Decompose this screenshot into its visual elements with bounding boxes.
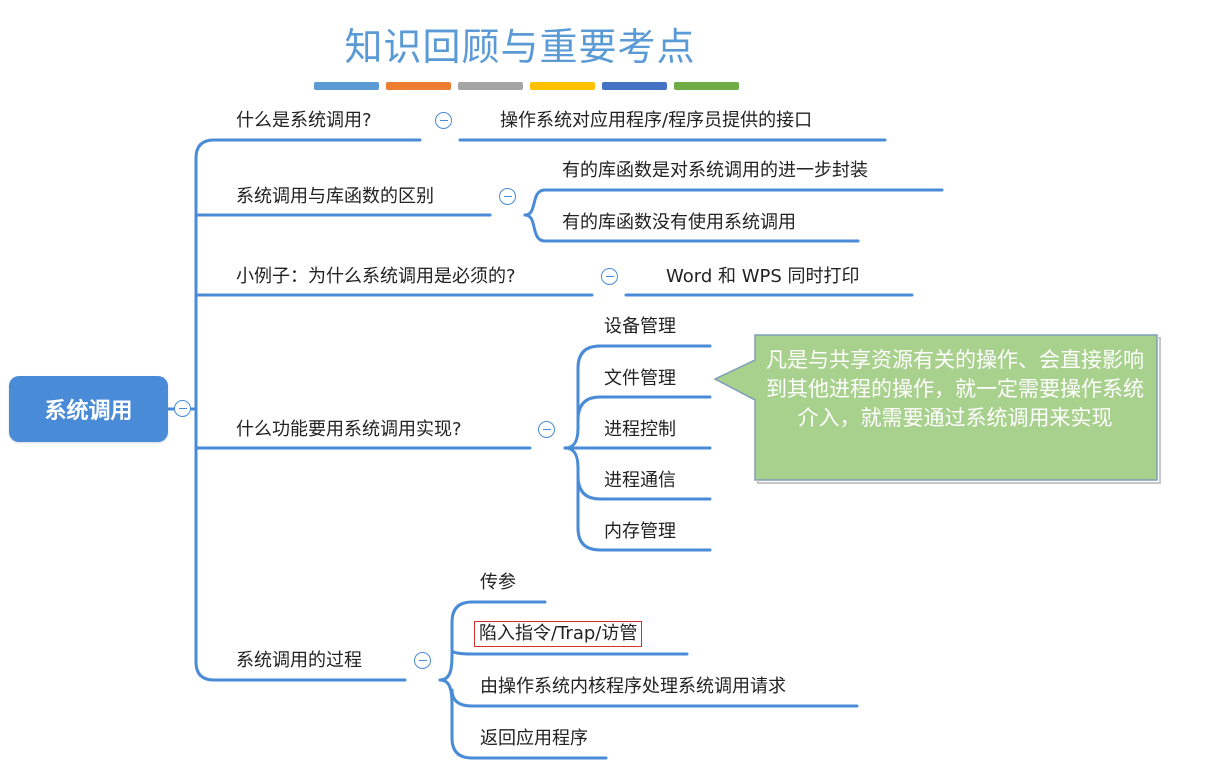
leaf-process-comm[interactable]: 进程通信 [604, 470, 676, 491]
collapse-icon[interactable] [435, 112, 452, 129]
branch-syscall-process[interactable]: 系统调用的过程 [236, 650, 362, 671]
leaf-word-wps[interactable]: Word 和 WPS 同时打印 [666, 266, 860, 287]
leaf-lib-wrap[interactable]: 有的库函数是对系统调用的进一步封装 [562, 160, 868, 181]
branch-example[interactable]: 小例子：为什么系统调用是必须的? [236, 266, 516, 287]
leaf-trap-instruction[interactable]: 陷入指令/Trap/访管 [474, 621, 643, 647]
callout-shape [713, 334, 1161, 484]
callout-text: 凡是与共享资源有关的操作、会直接影响到其他进程的操作，就一定需要操作系统介入，就… [766, 348, 1144, 430]
collapse-icon[interactable] [174, 400, 191, 417]
leaf-interface[interactable]: 操作系统对应用程序/程序员提供的接口 [500, 110, 813, 131]
collapse-icon[interactable] [414, 652, 431, 669]
collapse-icon[interactable] [538, 421, 555, 438]
leaf-kernel-handle[interactable]: 由操作系统内核程序处理系统调用请求 [480, 676, 786, 697]
branch-functions[interactable]: 什么功能要用系统调用实现? [236, 419, 462, 440]
leaf-memory-mgmt[interactable]: 内存管理 [604, 521, 676, 542]
collapse-icon[interactable] [601, 268, 618, 285]
leaf-file-mgmt[interactable]: 文件管理 [604, 368, 676, 389]
root-node[interactable]: 系统调用 [9, 376, 168, 442]
page-title: 知识回顾与重要考点 [344, 25, 696, 69]
color-bar [314, 82, 379, 90]
branch-syscall-vs-lib[interactable]: 系统调用与库函数的区别 [236, 186, 434, 207]
color-bar [602, 82, 667, 90]
leaf-return-app[interactable]: 返回应用程序 [480, 728, 588, 749]
color-bar [386, 82, 451, 90]
leaf-lib-no-syscall[interactable]: 有的库函数没有使用系统调用 [562, 212, 796, 233]
branch-what-is-syscall[interactable]: 什么是系统调用? [236, 110, 372, 131]
color-bar [458, 82, 523, 90]
color-bar [530, 82, 595, 90]
leaf-device-mgmt[interactable]: 设备管理 [604, 316, 676, 337]
collapse-icon[interactable] [499, 188, 516, 205]
leaf-process-control[interactable]: 进程控制 [604, 419, 676, 440]
leaf-pass-params[interactable]: 传参 [480, 572, 516, 593]
color-bar-strip [314, 82, 739, 90]
color-bar [674, 82, 739, 90]
